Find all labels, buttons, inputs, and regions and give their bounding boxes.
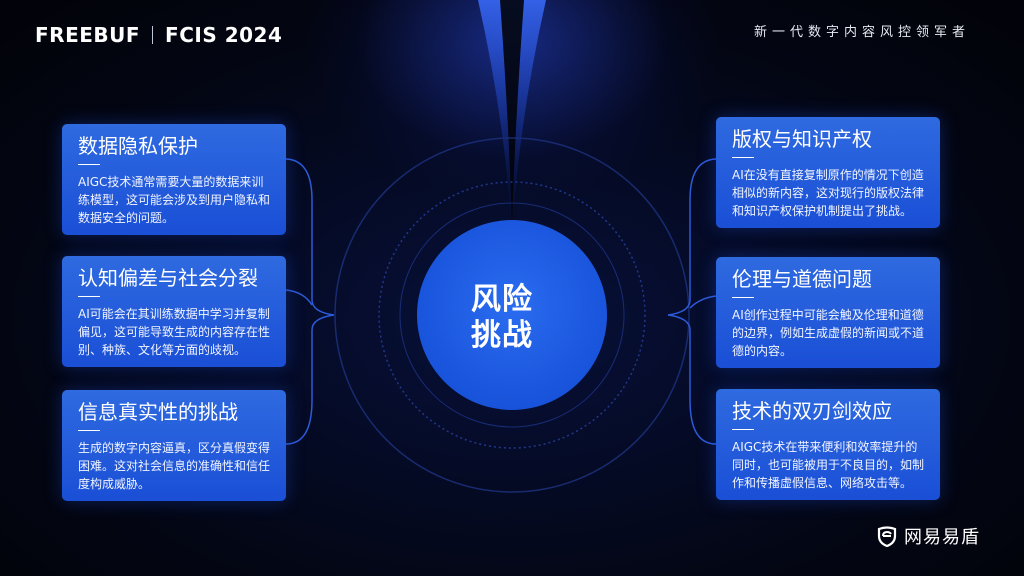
fcis-logo: FCIS 2024 [165,23,283,47]
card-ethics: 伦理与道德问题 AI创作过程中可能会触及伦理和道德的边界，例如生成虚假的新闻或不… [716,257,940,368]
card-body: AI创作过程中可能会触及伦理和道德的边界，例如生成虚假的新闻或不道德的内容。 [732,308,925,358]
middle-ring [378,181,646,449]
outer-ring [334,137,690,493]
inner-ring [399,202,625,428]
netease-yidun-logo: 网易易盾 [876,523,980,549]
card-data-privacy: 数据隐私保护 AIGC技术通常需要大量的数据来训练模型，这可能会涉及到用户隐私和… [62,124,286,235]
card-title: 认知偏差与社会分裂 [78,266,272,297]
card-body: AI可能会在其训练数据中学习并复制偏见，这可能导致生成的内容存在性别、种族、文化… [78,307,271,357]
card-double-edged-sword: 技术的双刃剑效应 AIGC技术在带来便利和效率提升的同时，也可能被用于不良目的，… [716,389,940,500]
card-title: 数据隐私保护 [78,134,272,165]
yidun-shield-icon [877,526,897,547]
card-title: 伦理与道德问题 [732,267,926,298]
card-cognitive-bias: 认知偏差与社会分裂 AI可能会在其训练数据中学习并复制偏见，这可能导致生成的内容… [62,256,286,367]
header-logo: FREEBUF FCIS 2024 [35,22,282,48]
card-title: 技术的双刃剑效应 [732,399,926,430]
card-copyright: 版权与知识产权 AI在没有直接复制原作的情况下创造相似的新内容，这对现行的版权法… [716,117,940,228]
freebuf-logo: FREEBUF [35,23,141,47]
card-body: AIGC技术通常需要大量的数据来训练模型，这可能会涉及到用户隐私和数据安全的问题… [78,175,271,225]
card-title: 信息真实性的挑战 [78,400,272,431]
tagline: 新一代数字内容风控领军者 [753,25,970,40]
card-information-authenticity: 信息真实性的挑战 生成的数字内容逼真，区分真假变得困难。这对社会信息的准确性和信… [62,390,286,501]
center-label-line1: 风险 [471,282,533,317]
left-connector [285,158,335,445]
center-label: 风险 挑战 [452,282,552,354]
card-body: AI在没有直接复制原作的情况下创造相似的新内容，这对现行的版权法律和知识产权保护… [732,168,925,218]
brand-text: 网易易盾 [904,527,980,548]
center-circle [417,220,607,410]
right-connector [667,158,717,445]
card-body: 生成的数字内容逼真，区分真假变得困难。这对社会信息的准确性和信任度构成威胁。 [78,441,271,491]
card-body: AIGC技术在带来便利和效率提升的同时，也可能被用于不良目的，如制作和传播虚假信… [732,440,925,490]
card-title: 版权与知识产权 [732,127,926,158]
center-label-line2: 挑战 [471,318,533,353]
logo-divider [152,26,154,44]
